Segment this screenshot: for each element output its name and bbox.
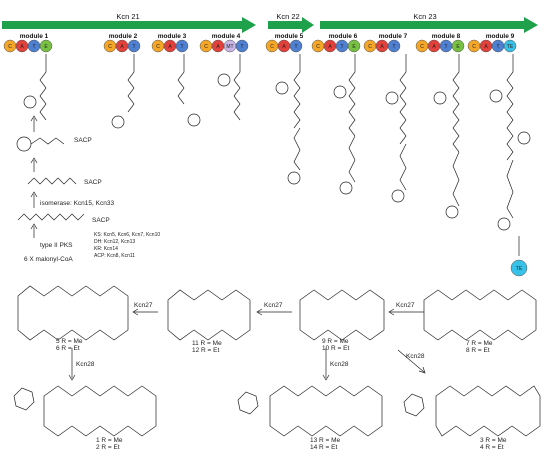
te-domain: TE xyxy=(510,259,528,277)
compound-1: 1 R = Me xyxy=(96,437,123,444)
module-5-label: module 5 xyxy=(275,33,304,40)
module-1-domain-t-label: T xyxy=(32,44,35,50)
gene-label-kcn23: Kcn 23 xyxy=(413,12,436,21)
enzyme-kcn27-c: Kcn27 xyxy=(396,302,415,309)
isomerase-label: isomerase: Kcn15, Kcn33 xyxy=(40,200,114,207)
module-8-domain-e-label: E xyxy=(456,44,460,50)
module-2-domain-t xyxy=(127,39,141,53)
module-8-domain-e xyxy=(451,39,465,53)
compound-2: 2 R = Et xyxy=(96,444,120,451)
module-1-domain-a-label: A xyxy=(20,44,24,50)
compound-10: 10 R = Et xyxy=(322,345,349,352)
module-1-label: module 1 xyxy=(20,33,49,40)
enzyme-kcn27-a: Kcn27 xyxy=(134,302,153,309)
gene-arrow-kcn22: Kcn 22 xyxy=(268,12,314,33)
module-4-domain-t-label: T xyxy=(240,44,243,50)
module-8-label: module 8 xyxy=(432,33,461,40)
gene-arrow-kcn23: Kcn 23 xyxy=(320,12,538,33)
module-4-domain-mt-label: MT xyxy=(226,44,233,50)
gene-arrow-kcn21: Kcn 21 xyxy=(2,12,256,33)
module-8-domain-c-label: C xyxy=(420,44,424,50)
compound-3: 3 R = Me xyxy=(480,437,507,444)
gene-label-kcn21: Kcn 21 xyxy=(116,12,139,21)
compound-9: 9 R = Me xyxy=(322,338,349,345)
module-5-domain-t-label: T xyxy=(294,44,297,50)
module-6-domain-e-label: E xyxy=(352,44,356,50)
module-4-domain-a-label: A xyxy=(216,44,220,50)
structure-sketches xyxy=(13,54,541,437)
compound-7: 7 R = Me xyxy=(466,340,493,347)
module-3-domain-t-label: T xyxy=(180,44,183,50)
compound-12: 12 R = Et xyxy=(192,347,219,354)
module-5-domain-c-label: C xyxy=(270,44,274,50)
enzyme-kcn28-b: Kcn28 xyxy=(330,361,349,368)
module-3-label: module 3 xyxy=(158,33,187,40)
module-9-domain-c-label: C xyxy=(472,44,476,50)
pks-detail-dh: DH: Kcn12, Kcn13 xyxy=(94,239,135,245)
module-8-domain-a-label: A xyxy=(432,44,436,50)
module-4-label: module 4 xyxy=(212,33,241,40)
intermediate-label-3: SACP xyxy=(92,217,110,224)
module-6-domain-t-label: T xyxy=(340,44,343,50)
module-1-domain-c-label: C xyxy=(8,44,12,50)
compound-4: 4 R = Et xyxy=(480,444,504,451)
module-1-domain-e-label: E xyxy=(44,44,48,50)
module-6-domain-a-label: A xyxy=(328,44,332,50)
module-2-label: module 2 xyxy=(109,33,138,40)
intermediate-label-2: SACP xyxy=(84,179,102,186)
compound-8: 8 R = Et xyxy=(466,347,490,354)
module-6-domain-e xyxy=(347,39,361,53)
module-4-domain-t xyxy=(235,39,249,53)
module-6-label: module 6 xyxy=(329,33,358,40)
module-9-domain-a-label: A xyxy=(484,44,488,50)
malonyl-start-label: 6 X malonyl-CoA xyxy=(24,256,73,263)
pks-detail-ks: KS: Kcn5, Kcn6, Kcn7, Kcn10 xyxy=(94,232,160,238)
module-3-domain-t xyxy=(175,39,189,53)
gene-label-kcn22: Kcn 22 xyxy=(276,12,299,21)
module-9-domain-te xyxy=(503,39,517,53)
te-domain-label: TE xyxy=(516,266,523,272)
intermediate-label-1: SACP xyxy=(74,137,92,144)
module-5-domain-t xyxy=(289,39,303,53)
module-1-domain-e xyxy=(39,39,53,53)
compound-11: 11 R = Me xyxy=(192,340,222,347)
compound-5: 5 R = Me xyxy=(56,338,83,345)
enzyme-kcn28-c: Kcn28 xyxy=(406,353,425,360)
module-5-domain-a-label: A xyxy=(282,44,286,50)
module-9-domain-te-label: TE xyxy=(507,44,514,50)
compound-6: 6 R = Et xyxy=(56,345,80,352)
pks-type-label: type II PKS xyxy=(40,242,73,249)
module-2-domain-a-label: A xyxy=(120,44,124,50)
module-3-domain-c-label: C xyxy=(156,44,160,50)
compound-14: 14 R = Et xyxy=(310,444,337,451)
module-6-domain-c-label: C xyxy=(316,44,320,50)
module-7-domain-c-label: C xyxy=(368,44,372,50)
module-7-domain-t xyxy=(387,39,401,53)
pks-detail-kr: KR: Kcn14 xyxy=(94,246,118,252)
module-8-domain-t-label: T xyxy=(444,44,447,50)
module-7-domain-t-label: T xyxy=(392,44,395,50)
module-3-domain-a-label: A xyxy=(168,44,172,50)
pks-detail-acp: ACP: Kcn8, Kcn11 xyxy=(94,253,135,259)
enzyme-kcn27-b: Kcn27 xyxy=(264,302,283,309)
module-9-label: module 9 xyxy=(486,33,515,40)
module-7-label: module 7 xyxy=(379,33,408,40)
module-4-domain-c-label: C xyxy=(204,44,208,50)
module-2-domain-t-label: T xyxy=(132,44,135,50)
module-9-domain-t-label: T xyxy=(496,44,499,50)
module-2-domain-c-label: C xyxy=(108,44,112,50)
compound-13: 13 R = Me xyxy=(310,437,341,444)
module-7-domain-a-label: A xyxy=(380,44,384,50)
enzyme-kcn28-a: Kcn28 xyxy=(76,361,95,368)
